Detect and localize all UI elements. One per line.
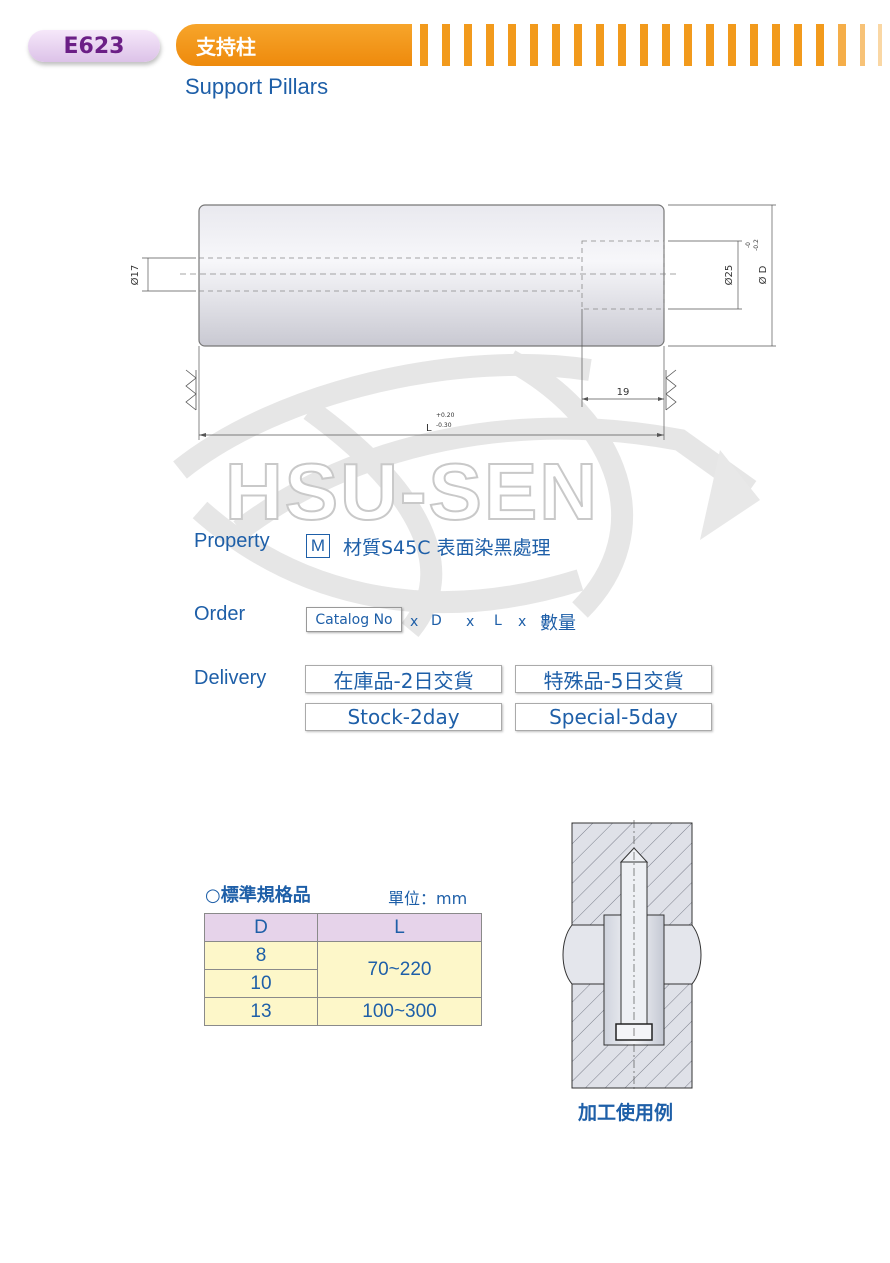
watermark-logo	[173, 350, 760, 638]
order-x-2: x	[466, 614, 475, 630]
dim-L: L	[426, 423, 432, 434]
dim-d25: Ø25	[723, 265, 735, 286]
header-stripes	[420, 24, 890, 66]
pillar-drawing: Ø17 Ø25 Ø D -0 -0.2 19 L +0.20 -0.30	[129, 204, 776, 440]
surface-symbols-right	[665, 369, 677, 411]
page-title-zh: 支持柱	[176, 24, 412, 66]
material-code-box: M	[306, 534, 330, 558]
catalog-no-box: Catalog No	[306, 607, 402, 632]
spec-table: D L 8 70~220 10 13 100~300	[204, 913, 482, 1026]
delivery-special-en: Special-5day	[515, 703, 712, 731]
watermark-text: HSU-SEN	[224, 446, 600, 537]
order-quantity: 數量	[540, 613, 576, 634]
dim-d17: Ø17	[129, 265, 141, 286]
order-x-1: x	[410, 614, 419, 630]
delivery-special-zh: 特殊品-5日交貨	[515, 665, 712, 693]
usage-example-caption: 加工使用例	[578, 1102, 674, 1124]
dim-D: Ø D	[757, 265, 769, 284]
order-x-3: x	[518, 614, 527, 630]
cell-d-13: 13	[204, 997, 318, 1026]
cell-l-70-220: 70~220	[317, 941, 482, 998]
delivery-stock-zh: 在庫品-2日交貨	[305, 665, 502, 693]
tol-L-upper: +0.20	[436, 412, 455, 419]
delivery-label: Delivery	[194, 667, 267, 689]
cell-d-8: 8	[204, 941, 318, 970]
cell-l-100-300: 100~300	[317, 997, 482, 1026]
surface-symbols-left	[185, 369, 197, 411]
usage-example-drawing	[562, 820, 702, 1092]
spec-table-title: ○標準規格品	[205, 885, 311, 906]
header-l: L	[317, 913, 482, 942]
page-title-en: Support Pillars	[185, 74, 329, 99]
tol-L-lower: -0.30	[436, 422, 452, 429]
property-label: Property	[194, 530, 270, 552]
catalog-code-badge: E623	[28, 30, 160, 62]
order-d: D	[431, 613, 442, 629]
pillar-body	[198, 204, 665, 347]
order-label: Order	[194, 603, 246, 625]
spec-table-unit: 單位：mm	[388, 889, 468, 908]
header-d: D	[204, 913, 318, 942]
order-l: L	[494, 613, 502, 629]
delivery-stock-en: Stock-2day	[305, 703, 502, 731]
tol-D-upper: -0	[745, 242, 752, 248]
tol-D-lower: -0.2	[753, 239, 760, 251]
property-text: 材質S45C 表面染黑處理	[343, 537, 551, 559]
cell-d-10: 10	[204, 969, 318, 998]
dim-19: 19	[617, 387, 630, 398]
